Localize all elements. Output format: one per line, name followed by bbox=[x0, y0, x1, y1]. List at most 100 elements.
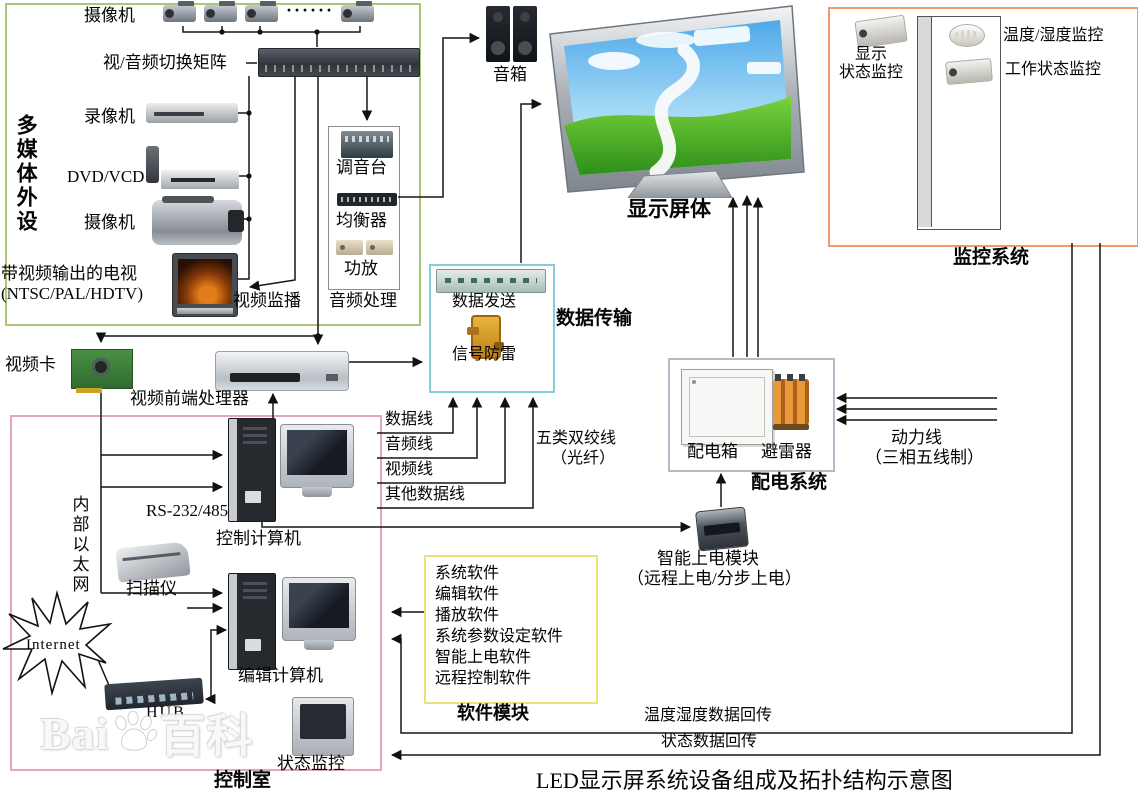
audio-group-label: 音频处理 bbox=[329, 291, 397, 310]
send-to-screen-line bbox=[520, 98, 543, 263]
camcorder-icon bbox=[152, 196, 244, 245]
internet-star-icon bbox=[2, 590, 113, 697]
status-monitor-icon bbox=[292, 697, 354, 756]
dvd-label: DVD/VCD bbox=[67, 167, 145, 186]
camera-icon bbox=[341, 1, 374, 22]
camera-icon bbox=[245, 1, 278, 22]
edit-pc-tower-icon bbox=[228, 573, 276, 670]
tv-label-line1: 带视频输出的电视 bbox=[1, 264, 137, 283]
monitoring-group-label: 监控系统 bbox=[953, 247, 1030, 268]
transmission-group-label: 数据传输 bbox=[556, 308, 633, 329]
camcorder-label: 摄像机 bbox=[84, 213, 135, 232]
working-status-label: 工作状态监控 bbox=[1005, 61, 1102, 78]
power-line-label-1: 动力线 bbox=[891, 428, 942, 447]
speaker-icon bbox=[486, 6, 510, 62]
mixer-icon bbox=[341, 131, 393, 158]
display-status-label-2: 状态监控 bbox=[839, 64, 904, 81]
amplifier-icon bbox=[336, 240, 363, 255]
front-processor-icon bbox=[215, 351, 349, 391]
cat5-label-2: （光纤） bbox=[551, 450, 616, 467]
cat5-label-1: 五类双绞线 bbox=[536, 430, 617, 447]
edit-pc-label: 编辑计算机 bbox=[238, 666, 323, 685]
mixer-label: 调音台 bbox=[336, 158, 387, 177]
vcr-label: 录像机 bbox=[84, 107, 135, 126]
camera-row-dots: ······ bbox=[286, 0, 335, 20]
cable-video-label: 视频线 bbox=[385, 461, 434, 478]
power-module-icon bbox=[695, 506, 749, 552]
internet-label: Internet bbox=[26, 637, 81, 653]
cable-audio-label: 音频线 bbox=[385, 436, 434, 453]
video-card-label: 视频卡 bbox=[5, 355, 56, 374]
distribution-box-icon bbox=[681, 369, 773, 445]
tv-icon bbox=[172, 253, 238, 317]
status-return-label: 状态数据回传 bbox=[661, 733, 758, 750]
control-room-group-label: 控制室 bbox=[214, 770, 272, 791]
equalizer-label: 均衡器 bbox=[336, 211, 387, 230]
temp-sensor-icon bbox=[949, 24, 985, 47]
status-monitor-label: 状态监控 bbox=[277, 754, 345, 773]
equalizer-icon bbox=[337, 193, 397, 206]
cable-other-label: 其他数据线 bbox=[385, 486, 466, 503]
watermark-prefix: Bai bbox=[40, 707, 110, 759]
speakers-label: 音箱 bbox=[493, 65, 527, 84]
temp-return-label: 温度湿度数据回传 bbox=[644, 707, 773, 724]
video-card-icon bbox=[71, 349, 133, 393]
software-item: 播放软件 bbox=[435, 607, 500, 624]
display-screen-label: 显示屏体 bbox=[627, 197, 711, 221]
rs232-label: RS-232/485 bbox=[146, 501, 229, 520]
multimedia-group-label: 多媒体外设 bbox=[14, 114, 39, 234]
arrester-label: 避雷器 bbox=[761, 442, 812, 461]
data-send-label: 数据发送 bbox=[452, 293, 517, 310]
led-screen-image bbox=[549, 5, 805, 198]
monitoring-inner-box bbox=[917, 16, 1001, 230]
distribution-box-label: 配电箱 bbox=[687, 442, 738, 461]
software-item: 系统参数设定软件 bbox=[435, 628, 564, 645]
matrix-label: 视/音频切换矩阵 bbox=[103, 53, 227, 72]
audio-processing-box bbox=[328, 126, 400, 290]
amplifier-label: 功放 bbox=[344, 259, 378, 278]
power-screen-lines bbox=[727, 194, 764, 357]
diagram-title: LED显示屏系统设备组成及拓扑结构示意图 bbox=[536, 768, 953, 793]
surge-protect-label: 信号防雷 bbox=[452, 346, 517, 363]
monitoring-inner-strip bbox=[918, 17, 932, 227]
hub-label: HUB bbox=[146, 704, 186, 721]
arrester-icon bbox=[773, 374, 809, 430]
watermark-suffix: 百科 bbox=[159, 711, 254, 762]
power-module-label-1: 智能上电模块 bbox=[657, 549, 759, 568]
cable-data-label: 数据线 bbox=[385, 411, 434, 428]
av-matrix-icon bbox=[258, 48, 420, 77]
cameras-label: 摄像机 bbox=[84, 6, 135, 25]
video-monitor-label: 视频监播 bbox=[233, 291, 301, 310]
baidu-paw-icon bbox=[115, 711, 158, 751]
front-processor-label: 视频前端处理器 bbox=[130, 389, 249, 408]
control-room-box bbox=[10, 415, 382, 771]
remote-icon bbox=[146, 146, 159, 183]
power-line-label-2: （三相五线制） bbox=[865, 448, 984, 467]
software-item: 编辑软件 bbox=[435, 586, 500, 603]
camera-icon bbox=[163, 1, 196, 22]
tv-label-line2: (NTSC/PAL/HDTV) bbox=[1, 284, 143, 303]
speaker-icon bbox=[513, 6, 537, 62]
power-module-label-2: （远程上电/分步上电） bbox=[627, 569, 802, 588]
control-pc-monitor-icon bbox=[280, 424, 354, 497]
temp-humidity-label: 温度/湿度监控 bbox=[1003, 27, 1104, 44]
software-item: 远程控制软件 bbox=[435, 670, 532, 687]
control-pc-label: 控制计算机 bbox=[216, 529, 301, 548]
power-feed-lines bbox=[835, 392, 997, 426]
dvd-player-icon bbox=[161, 170, 239, 189]
data-send-rack-icon bbox=[436, 269, 546, 293]
vcr-icon bbox=[146, 103, 238, 123]
baidu-watermark: Bai 百科 bbox=[40, 700, 253, 766]
display-status-label-1: 显示 bbox=[855, 46, 888, 63]
software-item: 智能上电软件 bbox=[435, 649, 532, 666]
camera-icon bbox=[204, 1, 237, 22]
power-group-label: 配电系统 bbox=[751, 472, 828, 493]
software-list: 系统软件 编辑软件 播放软件 系统参数设定软件 智能上电软件 远程控制软件 bbox=[435, 563, 563, 689]
scanner-label: 扫描仪 bbox=[126, 579, 177, 598]
control-pc-tower-icon bbox=[228, 418, 276, 522]
ethernet-label: 内部以太网 bbox=[69, 495, 89, 595]
work-status-camera-icon bbox=[945, 58, 993, 85]
software-item: 系统软件 bbox=[435, 565, 500, 582]
amplifier-icon bbox=[366, 240, 393, 255]
